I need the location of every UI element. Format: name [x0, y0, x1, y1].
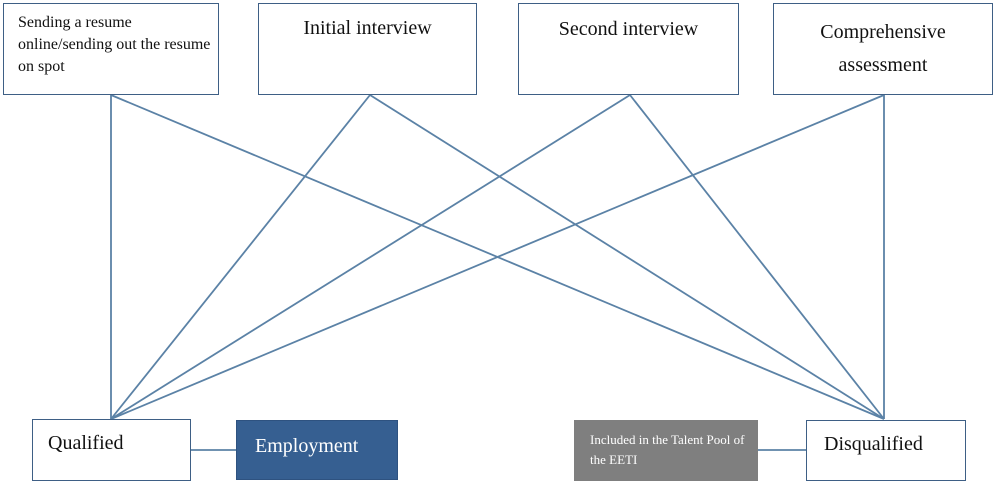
result-box-talent-pool: Included in the Talent Pool of the EETI [574, 420, 758, 481]
outcome-label-qualified: Qualified [48, 432, 124, 454]
connector-assessment-qualified [110, 94, 885, 420]
result-label-talent-pool: Included in the Talent Pool of the EETI [590, 432, 745, 467]
stage-box-initial-interview: Initial interview [258, 3, 477, 95]
outcome-box-qualified: Qualified [32, 419, 191, 481]
connector-second-disqualified [629, 94, 885, 420]
stage-label-comprehensive-assessment: Comprehensive assessment [820, 21, 946, 76]
stage-box-comprehensive-assessment: Comprehensive assessment [773, 3, 993, 95]
connector-initial-qualified [110, 94, 371, 420]
stage-label-resume: Sending a resume online/sending out the … [18, 14, 211, 75]
stage-box-second-interview: Second interview [518, 3, 739, 95]
stage-label-second-interview: Second interview [558, 18, 699, 40]
outcome-box-disqualified: Disqualified [806, 420, 966, 481]
result-box-employment: Employment [236, 420, 398, 480]
outcome-label-disqualified: Disqualified [824, 433, 923, 455]
stage-box-resume: Sending a resume online/sending out the … [3, 3, 219, 95]
connector-second-qualified [110, 94, 631, 420]
result-label-employment: Employment [255, 435, 359, 457]
stage-label-initial-interview: Initial interview [303, 17, 432, 39]
connector-initial-disqualified [369, 94, 885, 420]
